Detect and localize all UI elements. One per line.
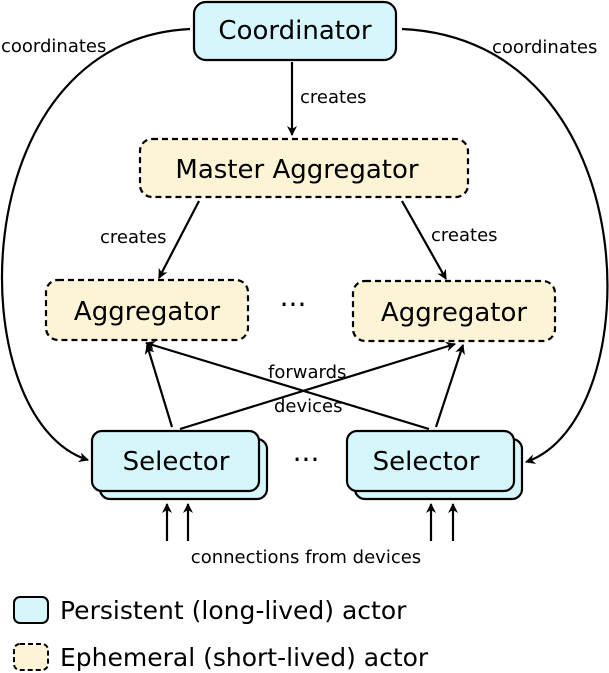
selector-left-node: Selector [90, 429, 269, 501]
creates-left-label: creates [100, 227, 167, 248]
coordinates-left-arrow [0, 27, 191, 463]
master-aggregator-box [138, 137, 470, 199]
selector-left-box [90, 429, 261, 493]
selector-left-to-aggregator-left-arrow [144, 344, 174, 428]
aggregator-right-box [351, 279, 557, 343]
coordinator-label: Coordinator [218, 16, 371, 46]
selector-right-node: Selector [345, 429, 524, 501]
aggregators-ellipsis: ··· [280, 288, 307, 321]
selector-right-box [345, 429, 516, 493]
coordinator-box [192, 0, 398, 62]
devices-label: devices [274, 396, 343, 417]
creates-left-arrow [158, 200, 200, 279]
legend-persistent: Persistent (long-lived) actor [13, 596, 407, 625]
aggregator-left-box [44, 278, 250, 342]
creates-right-label: creates [431, 225, 498, 246]
selector-left-label: Selector [123, 447, 230, 477]
coordinates-right-label: coordinates [492, 37, 597, 58]
aggregator-right-node: Aggregator [351, 279, 557, 343]
legend-persistent-label: Persistent (long-lived) actor [60, 596, 407, 625]
selector-right-label: Selector [373, 447, 480, 477]
selector-left-to-aggregator-right-arrow [179, 341, 456, 431]
legend-ephemeral: Ephemeral (short-lived) actor [13, 643, 429, 672]
forwards-label: forwards [268, 362, 346, 383]
selector-right-to-aggregator-right-arrow [434, 344, 465, 428]
coordinator-node: Coordinator [192, 0, 398, 62]
legend-persistent-swatch [13, 596, 49, 624]
coordinates-right-arrow [401, 27, 609, 464]
master-aggregator-label: Master Aggregator [175, 155, 419, 185]
coordinates-left-label: coordinates [1, 36, 106, 57]
legend: Persistent (long-lived) actor Ephemeral … [13, 596, 429, 672]
legend-ephemeral-swatch [13, 643, 49, 671]
aggregator-left-label: Aggregator [74, 297, 220, 327]
legend-ephemeral-label: Ephemeral (short-lived) actor [60, 643, 429, 672]
aggregator-left-node: Aggregator [44, 278, 250, 342]
creates-master-label: creates [300, 87, 367, 108]
master-aggregator-node: Master Aggregator [138, 137, 470, 199]
incoming-connections-left [162, 503, 193, 541]
incoming-connections-right [426, 503, 458, 541]
selector-right-to-aggregator-left-arrow [145, 340, 430, 431]
aggregator-right-label: Aggregator [381, 298, 527, 328]
creates-right-arrow [401, 200, 447, 280]
connections-label: connections from devices [191, 547, 421, 568]
selectors-ellipsis: ··· [293, 443, 320, 476]
